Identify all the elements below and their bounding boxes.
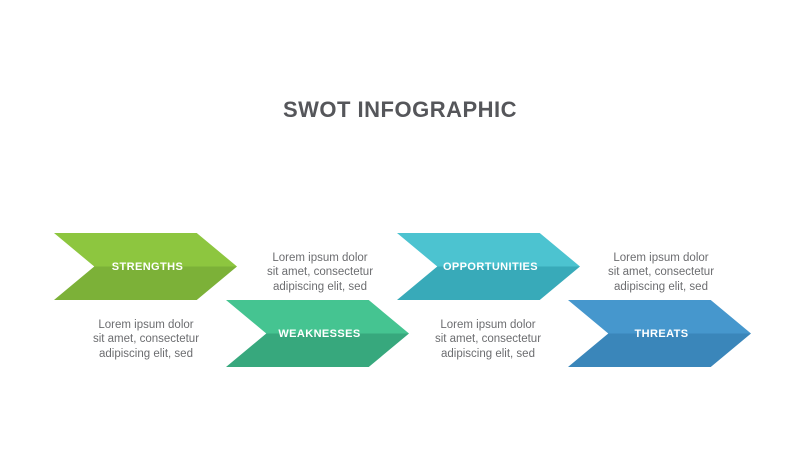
weaknesses-label: WEAKNESSES [278,327,361,340]
opportunities-arrow-shape: OPPORTUNITIES [397,233,580,300]
strengths-description: Lorem ipsum dolor sit amet, consectetur … [266,251,374,293]
opportunities-label: OPPORTUNITIES [442,260,539,273]
page-title: SWOT INFOGRAPHIC [282,96,518,122]
strengths-label: STRENGTHS [111,260,184,273]
threats-arrow-shape: THREATS [568,300,751,367]
weaknesses-description: Lorem ipsum dolor sit amet, consectetur … [92,318,200,360]
opportunities-description: Lorem ipsum dolor sit amet, consectetur … [607,251,715,293]
threats-label: THREATS [634,327,689,340]
threats-description: Lorem ipsum dolor sit amet, consectetur … [434,318,542,360]
strengths-arrow-shape: STRENGTHS [54,233,237,300]
weaknesses-arrow-shape: WEAKNESSES [226,300,409,367]
